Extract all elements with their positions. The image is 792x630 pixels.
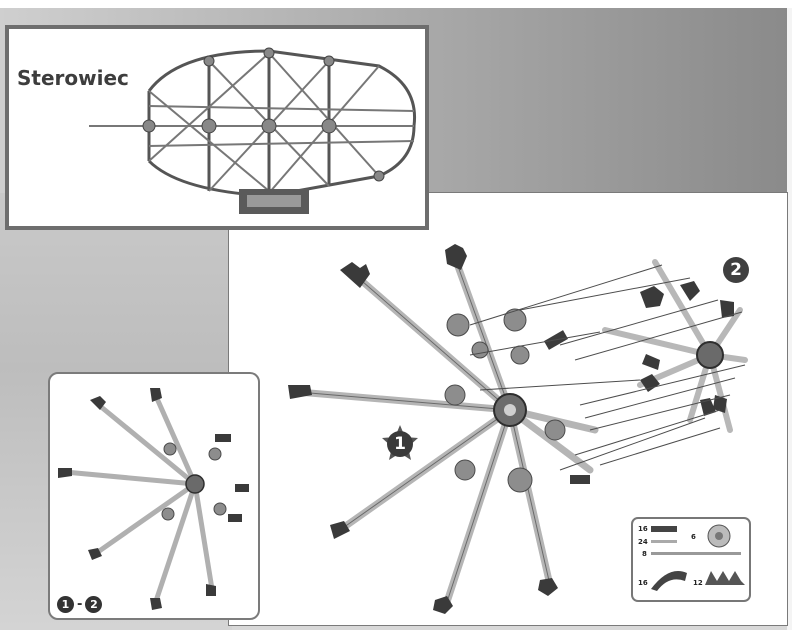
- part-qty: 6: [691, 533, 696, 541]
- right-edge-strip: [787, 8, 792, 630]
- connection-arrows: [469, 264, 746, 471]
- title-box: Sterowiec: [5, 25, 429, 230]
- curved-connector-icon: [651, 571, 687, 591]
- gear-connector-icon: [707, 524, 731, 548]
- page-title: Sterowiec: [17, 66, 129, 90]
- part-qty: 16: [638, 525, 648, 533]
- airship-model-image: [89, 47, 417, 214]
- short-rod-icon: [651, 540, 677, 543]
- range-from-number: 1: [57, 596, 74, 613]
- part-qty: 12: [693, 579, 703, 587]
- range-separator: -: [77, 597, 83, 612]
- hub-assembly-step2: [602, 259, 748, 433]
- part-qty: 8: [642, 550, 647, 558]
- inset-assembly-image: [58, 388, 249, 610]
- long-rod-icon: [651, 552, 741, 555]
- part-qty: 24: [638, 538, 648, 546]
- step-2-number: 2: [723, 257, 749, 283]
- part-qty: 16: [638, 579, 648, 587]
- step-range-label: 1 - 2: [57, 596, 103, 613]
- inset-preview-box: [48, 372, 260, 620]
- flat-connector-icon: [705, 571, 745, 585]
- hub-assembly-step1: [288, 244, 599, 614]
- connector-piece-icon: [651, 526, 677, 532]
- parts-list-box: 16 6 24 8 16 12: [631, 517, 751, 602]
- step-1-badge: 1: [380, 423, 420, 463]
- range-to-number: 2: [85, 596, 103, 613]
- step-1-number: 1: [387, 431, 413, 457]
